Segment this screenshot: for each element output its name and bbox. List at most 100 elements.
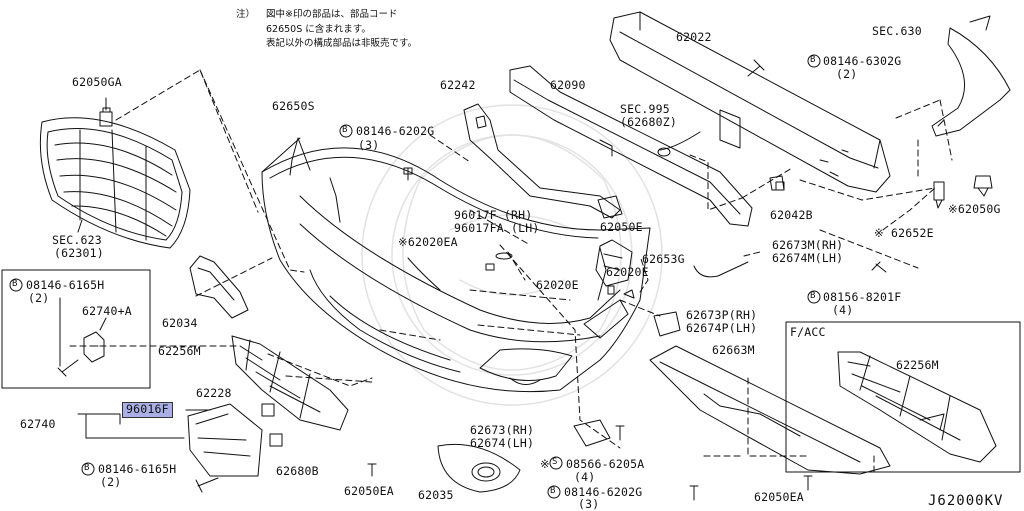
label-62674p[interactable]: 62674P(LH): [686, 321, 758, 335]
label-bolt-8201f-qty: (4): [832, 303, 854, 317]
license-bracket-62740: [187, 403, 263, 477]
label-bolt-8201f[interactable]: 08156-8201F: [823, 290, 902, 304]
circled-b-icon: B: [810, 291, 816, 301]
label-62673rh[interactable]: 62673(RH): [470, 423, 535, 437]
label-62020e-b[interactable]: 62020E: [536, 278, 579, 292]
label-62663m[interactable]: 62663M: [712, 343, 755, 357]
label-62022[interactable]: 62022: [676, 30, 712, 44]
label-62050ga[interactable]: 62050GA: [72, 75, 122, 89]
leader-62740a: [99, 317, 107, 331]
label-62020ea[interactable]: ※62020EA: [398, 235, 458, 249]
label-62050ea-left[interactable]: 62050EA: [344, 484, 394, 498]
label-96017f[interactable]: 96017F (RH): [454, 208, 533, 222]
bumper-fascia: [261, 137, 651, 393]
circled-symbol-icons: [9, 54, 821, 499]
clip-62680b-icon: [269, 433, 283, 447]
label-62242[interactable]: 62242: [440, 78, 476, 92]
sensor-cable-sec995: [657, 131, 701, 157]
label-62050g[interactable]: ※62050G: [948, 202, 1001, 216]
note-line-2: 62650S に含まれます。: [266, 24, 371, 35]
label-62674lh[interactable]: 62674(LH): [470, 436, 535, 450]
bracket-62740a: [83, 331, 105, 363]
label-62740[interactable]: 62740: [20, 417, 56, 431]
clip-62652e-icon: [933, 181, 945, 209]
bracket-62242: [463, 103, 621, 219]
label-sec995-sub: (62680Z): [620, 115, 677, 129]
label-96017fa[interactable]: 96017FA (LH): [454, 221, 540, 235]
inset-box-facc: [785, 321, 1021, 473]
clip-62050ga-icon: [99, 107, 113, 127]
label-62740a[interactable]: 62740+A: [82, 304, 132, 318]
label-bolt-6302g[interactable]: 08146-6302G: [823, 54, 902, 68]
leader-sec623: [77, 219, 83, 233]
label-bolt-6202g-top[interactable]: 08146-6202G: [356, 124, 435, 138]
label-bolt-6165h-box[interactable]: 08146-6165H: [26, 278, 105, 292]
label-sec623-sub: (62301): [54, 246, 104, 260]
note-line-1: 図中※印の部品は、部品コード: [266, 9, 398, 20]
front-grille: [39, 117, 191, 249]
label-screw-6205a-qty: (4): [574, 470, 596, 484]
label-sec623[interactable]: SEC.623: [52, 233, 102, 247]
label-62680b[interactable]: 62680B: [276, 464, 319, 478]
bracket-sec630: [931, 15, 1011, 137]
note-line-3: 表記以外の構成部品は非販売です。: [266, 38, 418, 49]
label-sec630[interactable]: SEC.630: [872, 24, 922, 38]
label-sec995[interactable]: SEC.995: [620, 102, 670, 116]
side-piece-62673p-strip: [583, 299, 629, 339]
retainer-62653g: [595, 239, 633, 287]
label-62674m[interactable]: 62674M(LH): [772, 251, 844, 265]
note-prefix: 注）: [236, 9, 256, 20]
label-62035[interactable]: 62035: [418, 488, 454, 502]
clip-62050g-icon: [973, 175, 993, 197]
drop-washer-96017f: [495, 252, 513, 260]
label-62042b[interactable]: 62042B: [770, 208, 813, 222]
dashed-leaders: [69, 69, 953, 475]
label-bolt-6165h-box-qty: (2): [28, 291, 50, 305]
label-62673m[interactable]: 62673M(RH): [772, 238, 844, 252]
leader-62740: [77, 413, 185, 439]
bracket-62034: [189, 255, 249, 319]
label-62652e[interactable]: ※ 62652E: [874, 226, 934, 240]
label-bolt-6202g-bottom[interactable]: 08146-6202G: [564, 485, 643, 499]
diagram-code: J62000KV: [928, 493, 1004, 509]
label-62020e-a[interactable]: 62020E: [606, 265, 649, 279]
label-62034[interactable]: 62034: [162, 316, 198, 330]
watermark-emblem: [361, 104, 663, 406]
label-bolt-6302g-qty: (2): [836, 67, 858, 81]
bracket-62673p: [653, 311, 681, 337]
label-screw-6205a-mark: ※: [540, 457, 550, 471]
side-bracket-62673: [573, 419, 611, 447]
lower-grille-left-62256m: [231, 335, 349, 431]
harness-62673m: [693, 261, 749, 278]
circled-s-icon: S: [552, 457, 558, 467]
bracket-62042b: [769, 175, 785, 191]
label-facc[interactable]: F/ACC: [790, 325, 826, 339]
fog-bezel-62035: [437, 443, 521, 493]
bolt-icons: [57, 59, 887, 501]
label-bolt-6202g-bottom-qty: (3): [578, 497, 600, 511]
circled-b-icon: B: [810, 55, 816, 65]
label-screw-6205a[interactable]: 08566-6205A: [566, 457, 645, 471]
lower-grille-right-62256m: [837, 351, 997, 463]
label-96016f-highlighted[interactable]: 96016F: [122, 402, 173, 418]
label-bolt-6165h-bottom[interactable]: 08146-6165H: [98, 462, 177, 476]
bumper-armature-62022: [609, 11, 891, 193]
circled-b-icon: B: [342, 125, 348, 135]
label-bolt-6165h-bottom-qty: (2): [100, 475, 122, 489]
inset-box-bolt: [1, 269, 151, 389]
clip-62228-icon: [261, 403, 275, 417]
label-62256m-left[interactable]: 62256M: [158, 344, 201, 358]
label-62650s[interactable]: 62650S: [272, 99, 315, 113]
label-62228[interactable]: 62228: [196, 386, 232, 400]
label-62256m-right[interactable]: 62256M: [896, 358, 939, 372]
label-62673p[interactable]: 62673P(RH): [686, 308, 758, 322]
label-62653g[interactable]: 62653G: [642, 252, 685, 266]
label-62050ea-right[interactable]: 62050EA: [754, 490, 804, 504]
bracket-62050e: [597, 195, 623, 219]
label-bolt-6202g-top-qty: (3): [358, 138, 380, 152]
circled-b-icon: B: [550, 486, 556, 496]
label-62050e[interactable]: 62050E: [600, 220, 643, 234]
label-62090[interactable]: 62090: [550, 78, 586, 92]
